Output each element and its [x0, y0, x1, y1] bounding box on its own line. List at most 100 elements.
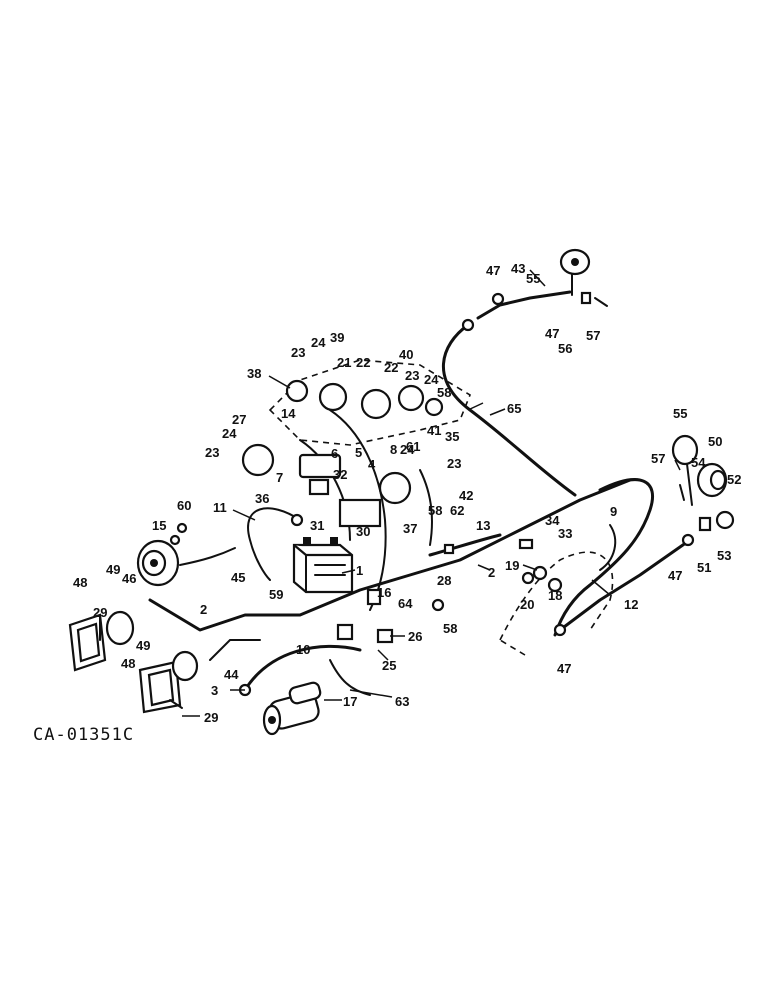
- callout-12: 12: [624, 597, 638, 612]
- callout-38: 38: [247, 366, 261, 381]
- starter-motor: [262, 681, 322, 736]
- callout-47: 47: [557, 661, 571, 676]
- callout-19: 19: [505, 558, 519, 573]
- switch-block: [298, 453, 342, 479]
- callout-22: 22: [356, 355, 370, 370]
- callout-65: 65: [507, 401, 521, 416]
- callout-27: 27: [232, 412, 246, 427]
- callout-26: 26: [408, 629, 422, 644]
- callout-16: 16: [377, 585, 391, 600]
- callout-14: 14: [281, 406, 296, 421]
- callout-61: 61: [406, 439, 420, 454]
- callout-58: 58: [437, 385, 451, 400]
- headlamp-upper: [68, 610, 135, 672]
- callout-47: 47: [486, 263, 500, 278]
- callout-37: 37: [403, 521, 417, 536]
- callout-24: 24: [311, 335, 326, 350]
- gauge-left: [318, 382, 348, 412]
- horn: [136, 539, 180, 587]
- callout-40: 40: [399, 347, 413, 362]
- wiring-harness: [148, 290, 692, 696]
- callout-5: 5: [355, 445, 362, 460]
- work-lamp-55-upper: [559, 248, 591, 296]
- leader-lines: [182, 269, 681, 717]
- callout-41: 41: [427, 423, 441, 438]
- callout-49: 49: [106, 562, 120, 577]
- callout-labels: 1 2 2 3 4 5 6 7 8 9 10 11 12 13 14 15 16…: [73, 261, 741, 725]
- callout-51: 51: [697, 560, 711, 575]
- callout-49: 49: [136, 638, 150, 653]
- callout-6: 6: [331, 446, 338, 461]
- callout-8: 8: [390, 442, 397, 457]
- work-lamp-55-right: [671, 434, 699, 506]
- callout-23: 23: [447, 456, 461, 471]
- callout-20: 20: [520, 597, 534, 612]
- callout-2: 2: [200, 602, 207, 617]
- callout-29: 29: [204, 710, 218, 725]
- callout-47: 47: [545, 326, 559, 341]
- relay-30: [338, 498, 382, 528]
- gauge-center: [360, 388, 392, 420]
- callout-13: 13: [476, 518, 490, 533]
- callout-3: 3: [211, 683, 218, 698]
- callout-58: 58: [443, 621, 457, 636]
- callout-35: 35: [445, 429, 459, 444]
- headlamp-lower: [138, 650, 199, 714]
- callout-25: 25: [382, 658, 396, 673]
- callout-55: 55: [673, 406, 687, 421]
- callout-57: 57: [586, 328, 600, 343]
- callout-43: 43: [511, 261, 525, 276]
- gauge-36: [241, 443, 275, 477]
- connectors: [169, 291, 712, 697]
- callout-57: 57: [651, 451, 665, 466]
- callout-11: 11: [213, 500, 227, 515]
- callout-9: 9: [610, 504, 617, 519]
- battery: [292, 537, 354, 594]
- callout-31: 31: [310, 518, 324, 533]
- callout-1: 1: [356, 563, 363, 578]
- callout-30: 30: [356, 524, 370, 539]
- callout-52: 52: [727, 472, 741, 487]
- callout-54: 54: [691, 455, 706, 470]
- callout-48: 48: [73, 575, 87, 590]
- callout-32: 32: [333, 467, 347, 482]
- callout-24: 24: [424, 372, 439, 387]
- callout-2: 2: [488, 565, 495, 580]
- callout-4: 4: [368, 457, 376, 472]
- callout-23: 23: [291, 345, 305, 360]
- callout-18: 18: [548, 588, 562, 603]
- callout-10: 10: [296, 642, 310, 657]
- tail-lamp-50: [696, 462, 728, 498]
- callout-36: 36: [255, 491, 269, 506]
- callout-34: 34: [545, 513, 560, 528]
- callout-56: 56: [558, 341, 572, 356]
- figure-code: CA-01351C: [33, 725, 134, 745]
- callout-47: 47: [668, 568, 682, 583]
- callout-23: 23: [405, 368, 419, 383]
- callout-24: 24: [400, 442, 415, 457]
- callout-17: 17: [343, 694, 357, 709]
- callout-53: 53: [717, 548, 731, 563]
- gauge-37: [378, 471, 412, 505]
- callout-62: 62: [450, 503, 464, 518]
- gauge-38: [285, 379, 309, 403]
- callout-58: 58: [428, 503, 442, 518]
- callout-39: 39: [330, 330, 344, 345]
- gauge-right: [397, 384, 425, 412]
- callout-23: 23: [205, 445, 219, 460]
- callout-63: 63: [395, 694, 409, 709]
- callout-7: 7: [276, 470, 283, 485]
- callout-55: 55: [526, 271, 540, 286]
- callout-45: 45: [231, 570, 245, 585]
- socket-53: [715, 510, 735, 530]
- callout-29: 29: [93, 605, 107, 620]
- instrument-panel: [241, 359, 471, 528]
- callout-21: 21: [337, 355, 351, 370]
- callout-64: 64: [398, 596, 413, 611]
- callout-50: 50: [708, 434, 722, 449]
- callout-22: 22: [384, 360, 398, 375]
- callout-48: 48: [121, 656, 135, 671]
- callout-33: 33: [558, 526, 572, 541]
- callout-59: 59: [269, 587, 283, 602]
- callout-42: 42: [459, 488, 473, 503]
